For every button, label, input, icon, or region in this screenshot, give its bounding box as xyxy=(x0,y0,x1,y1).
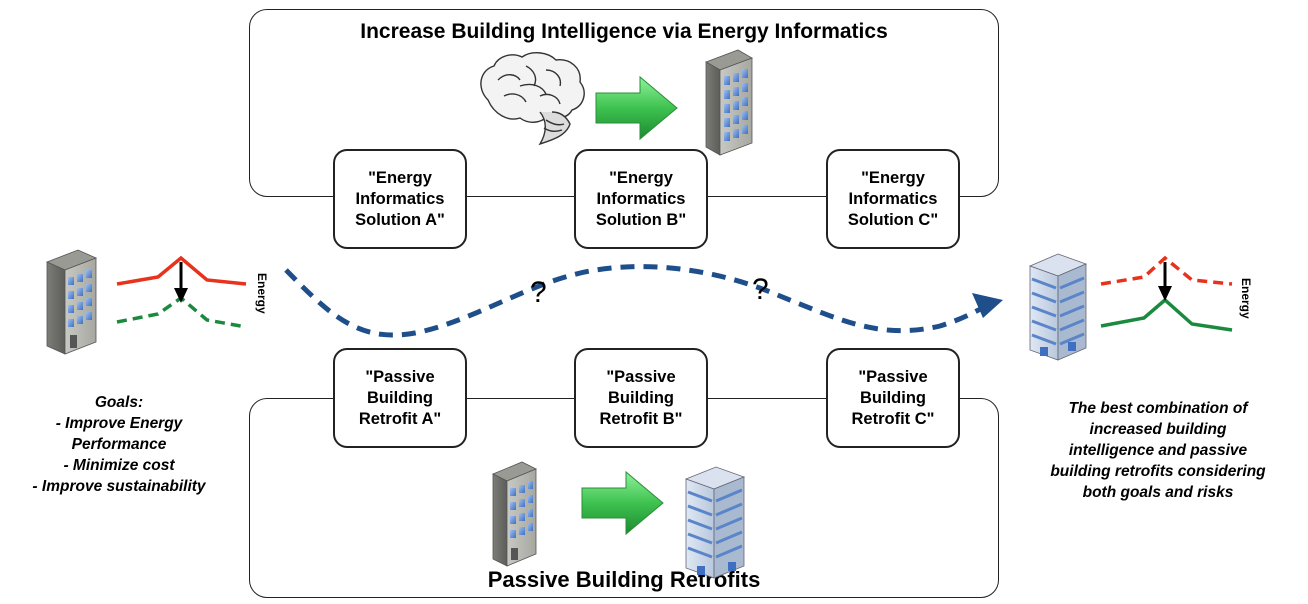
energy-informatics-title: Increase Building Intelligence via Energ… xyxy=(360,20,888,43)
question-mark: ? xyxy=(752,273,769,306)
outcome-text: The best combination of increased buildi… xyxy=(1050,400,1266,501)
retrofit-c-box: "Passive Building Retrofit C" xyxy=(826,348,960,448)
solution-a-box: "Energy Informatics Solution A" xyxy=(333,149,467,249)
retrofit-a-box: "Passive Building Retrofit A" xyxy=(333,348,467,448)
baseline-energy-line xyxy=(1100,255,1233,286)
question-mark: ? xyxy=(530,276,547,309)
baseline-energy-line xyxy=(116,255,247,286)
connector-line xyxy=(464,398,574,399)
connector-line xyxy=(706,196,826,197)
connector-line xyxy=(464,196,574,197)
goals-text: Goals: - Improve Energy Performance - Mi… xyxy=(32,394,206,495)
energy-axis-label: Energy xyxy=(1239,278,1253,319)
path-arrowhead-icon xyxy=(972,293,1003,318)
retrofit-b-box: "Passive Building Retrofit B" xyxy=(574,348,708,448)
down-arrow-icon xyxy=(174,288,188,303)
connector-line xyxy=(706,398,826,399)
solution-b-box: "Energy Informatics Solution B" xyxy=(574,149,708,249)
down-arrow-icon xyxy=(1158,286,1172,301)
solution-c-box: "Energy Informatics Solution C" xyxy=(826,149,960,249)
improved-energy-line xyxy=(1100,297,1233,332)
